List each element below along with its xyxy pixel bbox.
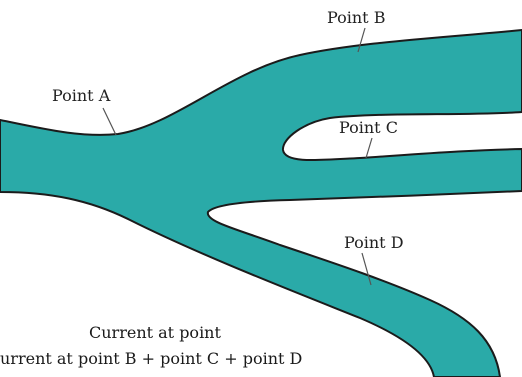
label-point-c: Point C (339, 118, 398, 137)
river-body (0, 30, 522, 377)
caption-line-1: Current at point (89, 323, 221, 342)
label-point-a: Point A (52, 86, 111, 105)
caption-line-2: urrent at point B + point C + point D (0, 349, 302, 368)
label-point-b: Point B (327, 8, 385, 27)
point-a-leader (103, 108, 116, 135)
label-point-d: Point D (344, 233, 404, 252)
point-c-leader (366, 138, 372, 158)
